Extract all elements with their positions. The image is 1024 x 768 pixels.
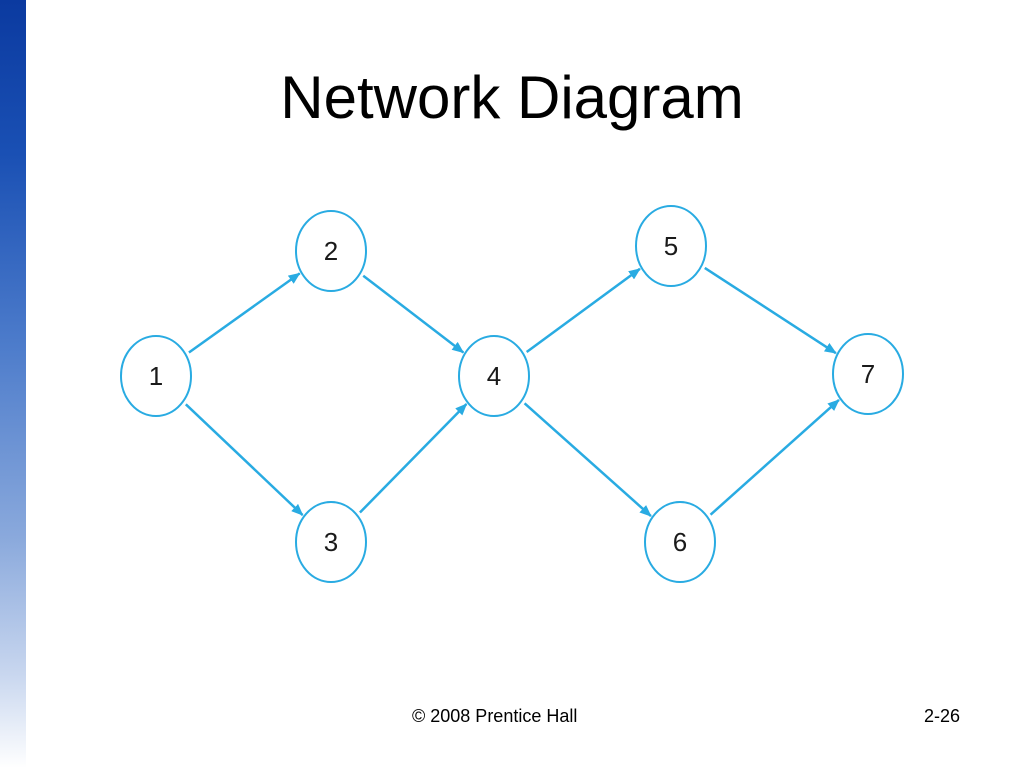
node-6: 6: [644, 501, 716, 583]
node-label-1: 1: [149, 361, 163, 391]
node-circle-7: [832, 333, 904, 415]
node-circle-4: [458, 335, 530, 417]
node-circle-1: [120, 335, 192, 417]
node-1: 1: [120, 335, 192, 417]
edge-1-3: [184, 403, 304, 516]
node-2: 2: [295, 210, 367, 292]
node-label-4: 4: [487, 361, 501, 391]
node-circle-6: [644, 501, 716, 583]
edges-layer: [184, 266, 840, 517]
nodes-layer: 1 2 3 4 5 6 7: [120, 205, 904, 583]
node-7: 7: [832, 333, 904, 415]
node-circle-5: [635, 205, 707, 287]
node-4: 4: [458, 335, 530, 417]
footer-copyright: © 2008 Prentice Hall: [412, 706, 578, 726]
footer-page-number: 2-26: [924, 706, 961, 726]
edge-5-7: [704, 266, 837, 355]
edge-2-4: [362, 274, 465, 354]
node-label-3: 3: [324, 527, 338, 557]
node-label-7: 7: [861, 359, 875, 389]
node-circle-3: [295, 501, 367, 583]
node-circle-2: [295, 210, 367, 292]
edge-3-4: [359, 403, 468, 514]
edge-6-7: [709, 399, 840, 516]
edge-1-2: [188, 272, 301, 354]
node-label-5: 5: [664, 231, 678, 261]
slide-title: Network Diagram: [280, 64, 744, 131]
edge-4-5: [525, 267, 641, 354]
node-label-2: 2: [324, 236, 338, 266]
edge-4-6: [523, 402, 652, 517]
node-label-6: 6: [673, 527, 687, 557]
side-gradient-bar: [0, 0, 26, 768]
node-3: 3: [295, 501, 367, 583]
node-5: 5: [635, 205, 707, 287]
